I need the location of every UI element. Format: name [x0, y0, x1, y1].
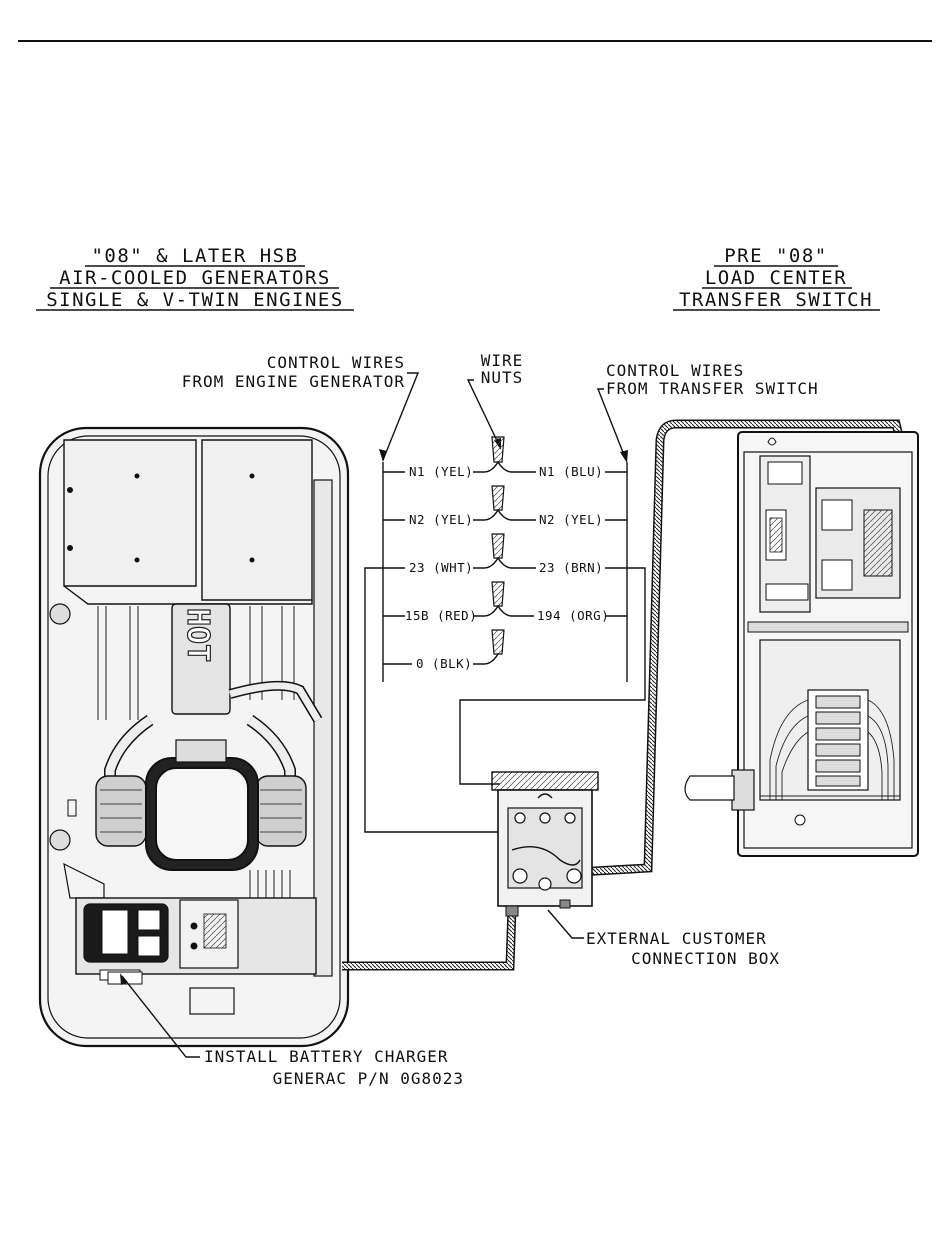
generator-title-line-1: "08" & LATER HSB — [91, 245, 298, 267]
wire-left-4: 15B (RED) — [405, 608, 477, 623]
svg-text:FROM ENGINE GENERATOR: FROM ENGINE GENERATOR — [182, 372, 405, 391]
svg-text:CONTROL WIRES: CONTROL WIRES — [606, 361, 744, 380]
switch-wires-callout: CONTROL WIRES FROM TRANSFER SWITCH — [596, 361, 819, 463]
svg-text:FROM TRANSFER SWITCH: FROM TRANSFER SWITCH — [606, 379, 819, 398]
wire-harness: N1 (YEL) N1 (BLU) N2 (YEL) N2 (YEL) 23 (… — [364, 436, 646, 833]
connection-box-callout: EXTERNAL CUSTOMER CONNECTION BOX — [547, 909, 780, 968]
wire-nuts-callout: WIRE NUTS — [466, 351, 524, 450]
svg-text:CONNECTION BOX: CONNECTION BOX — [631, 949, 780, 968]
transfer-switch-unit — [684, 431, 919, 857]
wire-right-1: N1 (BLU) — [539, 464, 603, 479]
connection-box — [491, 771, 599, 917]
battery-charger-icon — [107, 971, 143, 985]
wire-nut-icon — [491, 581, 505, 607]
wire-nut-icon — [491, 485, 505, 511]
generator-title-line-3: SINGLE & V-TWIN ENGINES — [46, 289, 344, 311]
switch-title-line-2: LOAD CENTER — [705, 267, 847, 289]
generator-unit: HOT — [38, 426, 350, 1048]
wire-left-3: 23 (WHT) — [409, 560, 473, 575]
svg-text:NUTS: NUTS — [481, 368, 524, 387]
wire-left-5: 0 (BLK) — [416, 656, 472, 671]
battery-charger-callout: INSTALL BATTERY CHARGER GENERAC P/N 0G80… — [120, 973, 464, 1088]
engine-wires-callout: CONTROL WIRES FROM ENGINE GENERATOR — [182, 353, 420, 462]
wire-nut-icon — [491, 629, 505, 655]
transfer-switch-title: PRE "08" LOAD CENTER TRANSFER SWITCH — [673, 245, 880, 311]
wire-right-4: 194 (ORG) — [537, 608, 609, 623]
hot-warning-label: HOT — [180, 608, 215, 662]
wire-left-2: N2 (YEL) — [409, 512, 473, 527]
svg-text:EXTERNAL CUSTOMER: EXTERNAL CUSTOMER — [586, 929, 767, 948]
svg-text:GENERAC P/N 0G8023: GENERAC P/N 0G8023 — [273, 1069, 464, 1088]
switch-title-line-3: TRANSFER SWITCH — [679, 289, 873, 311]
wire-nut-icon — [491, 533, 505, 559]
wire-right-2: N2 (YEL) — [539, 512, 603, 527]
conduit-generator-to-box — [342, 907, 517, 971]
switch-title-line-1: PRE "08" — [724, 245, 828, 267]
generator-title-line-2: AIR-COOLED GENERATORS — [59, 267, 331, 289]
conduit-box-to-switch — [577, 419, 905, 877]
svg-text:CONTROL WIRES: CONTROL WIRES — [267, 353, 405, 372]
generator-title: "08" & LATER HSB AIR-COOLED GENERATORS S… — [36, 245, 354, 311]
wire-right-3: 23 (BRN) — [539, 560, 603, 575]
wire-nut-icon — [491, 436, 505, 463]
wire-left-1: N1 (YEL) — [409, 464, 473, 479]
svg-text:WIRE: WIRE — [481, 351, 524, 370]
svg-text:INSTALL BATTERY CHARGER: INSTALL BATTERY CHARGER — [204, 1047, 449, 1066]
